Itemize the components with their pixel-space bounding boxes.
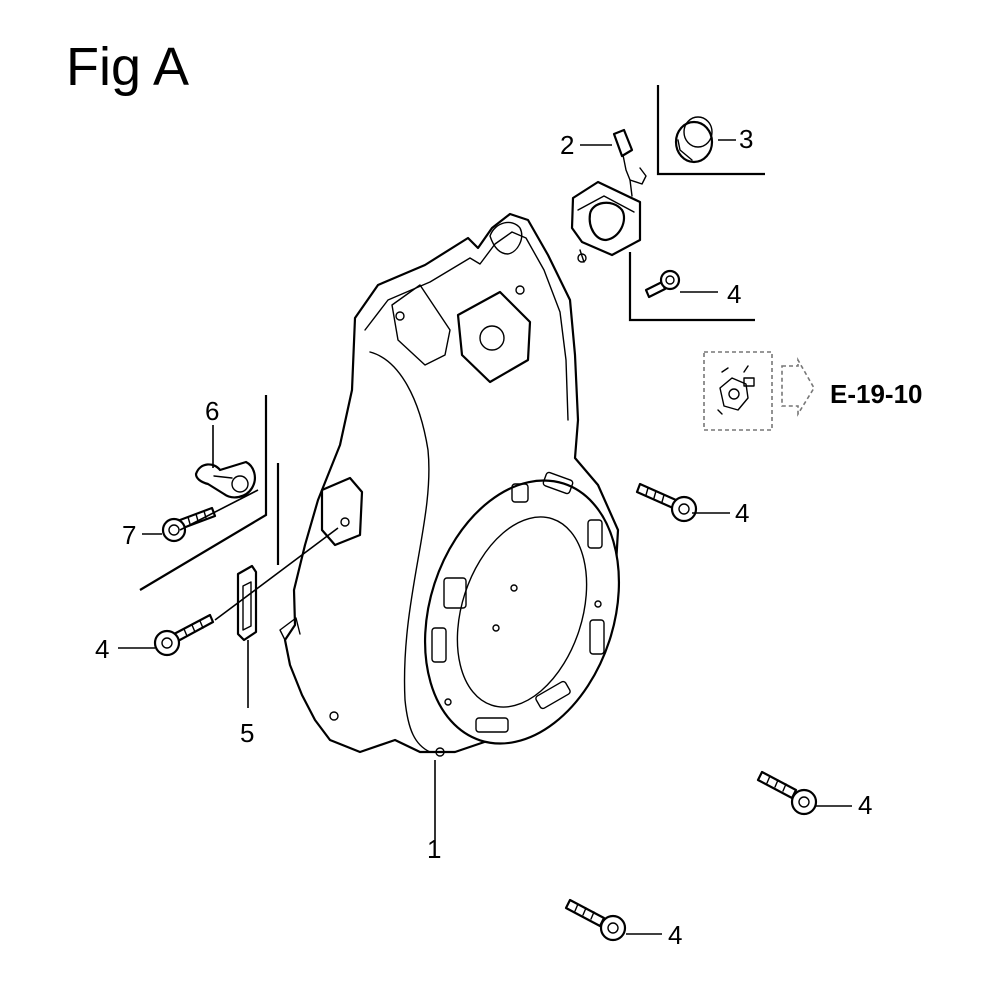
leader-lines — [118, 139, 852, 935]
callout-7: 7 — [122, 520, 136, 550]
gear-clip-icon — [717, 365, 755, 415]
cap-icon — [674, 116, 714, 164]
reference-box[interactable]: E-19-10 — [703, 351, 923, 431]
callout-2: 2 — [560, 130, 574, 160]
group-frame-clip — [139, 395, 280, 591]
switch-assembly — [570, 128, 647, 263]
bolt-4-bottom — [564, 898, 627, 942]
callout-5: 5 — [240, 718, 254, 748]
clip-icon — [194, 460, 256, 499]
callout-3: 3 — [739, 124, 753, 154]
plate-icon — [236, 564, 258, 642]
bolt-4-left — [153, 613, 215, 657]
reference-label[interactable]: E-19-10 — [830, 379, 923, 409]
callout-4-right: 4 — [735, 498, 749, 528]
group-frame-cap — [656, 85, 765, 176]
bolt-4-lower-right — [756, 770, 818, 816]
bolt-4-right — [635, 482, 698, 523]
bolt-4-switch — [644, 269, 681, 299]
callout-4-switch: 4 — [727, 279, 741, 309]
fan-cover-housing — [279, 212, 621, 757]
figure-title: Fig A — [66, 37, 190, 97]
callout-1: 1 — [427, 834, 441, 864]
callout-4-left: 4 — [95, 634, 109, 664]
callout-6: 6 — [205, 396, 219, 426]
callout-4-lower-right: 4 — [858, 790, 872, 820]
callout-4-bottom: 4 — [668, 920, 682, 950]
group-frame-switch — [628, 252, 755, 322]
bolt-7 — [161, 506, 217, 543]
